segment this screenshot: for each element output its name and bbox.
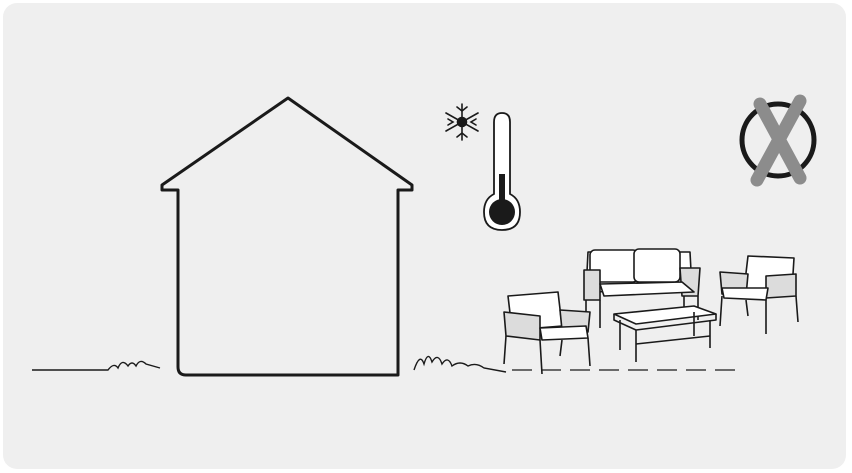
outdoor-coffee-table: [614, 306, 716, 362]
ground-line-left: [32, 361, 160, 370]
prohibited-x-icon: [742, 101, 814, 180]
outdoor-armchair-right: [720, 256, 798, 334]
thermometer-cold-icon: [484, 113, 520, 230]
house-outline-icon: [162, 98, 412, 375]
snowflake-icon: [446, 104, 478, 140]
ground-grass-right: [414, 356, 506, 372]
outdoor-armchair-left: [504, 292, 590, 374]
